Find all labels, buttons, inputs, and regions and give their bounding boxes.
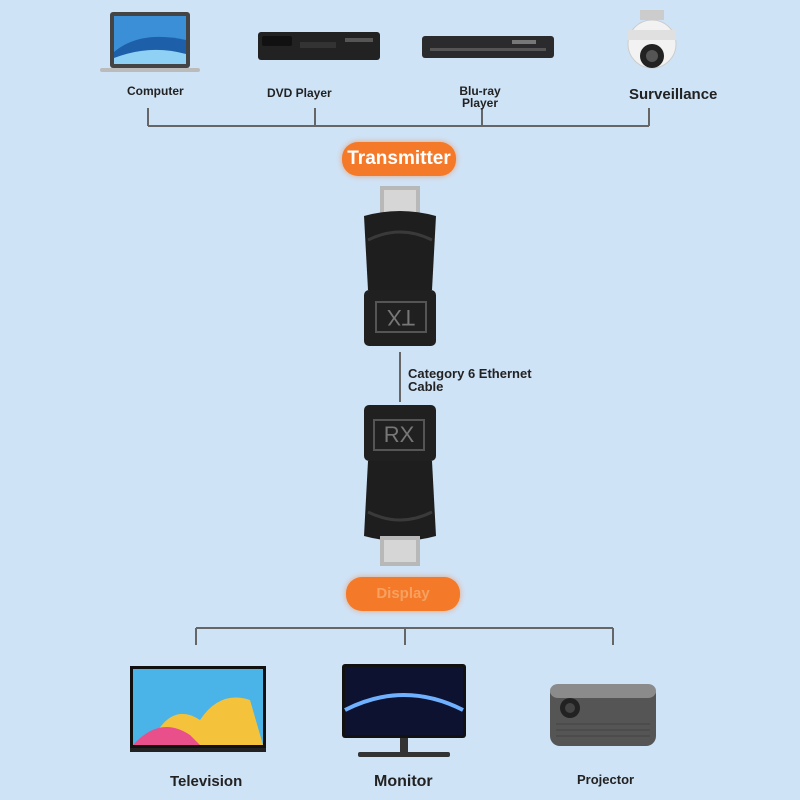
source-label-bluray-player: Blu-ray Player	[459, 84, 501, 110]
source-label-surveillance: Surveillance	[629, 86, 718, 103]
display-badge: Display	[346, 577, 460, 611]
output-label-television: Television	[170, 773, 243, 790]
rx-module-text: RX	[383, 422, 415, 447]
transmitter-badge: Transmitter	[342, 142, 456, 176]
output-label-projector: Projector	[577, 772, 635, 787]
source-label-dvd-player: DVD Player	[267, 86, 332, 100]
cable-label: Category 6 Ethernet Cable	[408, 366, 532, 394]
source-label-computer: Computer	[127, 84, 184, 98]
output-label-monitor: Monitor	[374, 773, 433, 790]
